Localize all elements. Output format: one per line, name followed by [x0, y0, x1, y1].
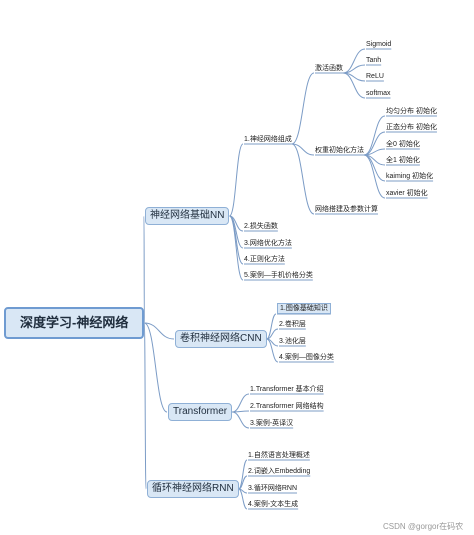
nn-composition[interactable]: 1.神经网络组成 — [244, 136, 292, 143]
edge-branch-cnn-to-cnn-item-image-basics — [266, 313, 277, 340]
edge-nn-composition-to-weight-init — [291, 143, 315, 156]
init-uniform[interactable]: 均匀分布 初始化 — [386, 108, 437, 115]
rnn-item-nlp[interactable]: 1.自然语言处理概述 — [248, 452, 310, 459]
watermark: CSDN @gorgor在码农 — [383, 522, 464, 531]
edge-activation-functions-to-activation-softmax — [342, 72, 366, 99]
rnn-item-case[interactable]: 4.案例-文本生成 — [248, 501, 299, 508]
branch-transformer[interactable]: Transformer — [168, 403, 233, 421]
cnn-item-image-basics[interactable]: 1.图像基础知识 — [277, 303, 331, 314]
edge-branch-rnn-to-rnn-item-case — [238, 488, 248, 510]
activation-tanh[interactable]: Tanh — [366, 57, 382, 64]
transformer-item-case[interactable]: 3.案例-英译汉 — [250, 420, 294, 427]
edge-branch-cnn-to-cnn-item-case — [266, 338, 279, 363]
weight-init[interactable]: 权重初始化方法 — [315, 147, 364, 154]
transformer-item-intro[interactable]: 1.Transformer 基本介绍 — [250, 386, 324, 393]
edge-root-node-to-branch-transformer — [144, 322, 168, 413]
edge-branch-nn-to-nn-item-case — [228, 215, 244, 281]
activation-relu[interactable]: ReLU — [366, 73, 384, 80]
nn-item-loss[interactable]: 2.损失函数 — [244, 223, 278, 230]
transformer-item-structure[interactable]: 2.Transformer 网络结构 — [250, 403, 324, 410]
init-xavier[interactable]: xavier 初始化 — [386, 190, 428, 197]
edge-root-node-to-branch-rnn — [143, 322, 147, 490]
edge-nn-composition-to-network-build — [291, 143, 315, 215]
edge-branch-rnn-to-rnn-item-nlp — [238, 459, 248, 490]
root-node[interactable]: 深度学习-神经网络 — [4, 307, 145, 339]
edge-weight-init-to-init-xavier — [363, 154, 386, 199]
activation-sigmoid[interactable]: Sigmoid — [366, 41, 392, 48]
rnn-item-embedding[interactable]: 2.词嵌入Embedding — [248, 468, 311, 475]
activation-functions[interactable]: 激活函数 — [315, 65, 343, 72]
edge-weight-init-to-init-uniform — [363, 115, 386, 156]
cnn-item-case[interactable]: 4.案例—图像分类 — [279, 354, 334, 361]
nn-item-case[interactable]: 5.案例—手机价格分类 — [244, 272, 313, 279]
init-normal[interactable]: 正态分布 初始化 — [386, 124, 437, 131]
init-zeros[interactable]: 全0 初始化 — [386, 141, 420, 148]
branch-cnn[interactable]: 卷积神经网络CNN — [175, 330, 267, 348]
network-build[interactable]: 网络搭建及参数计算 — [315, 206, 378, 213]
init-kaiming[interactable]: kaiming 初始化 — [386, 173, 434, 180]
activation-softmax[interactable]: softmax — [366, 90, 391, 97]
edge-branch-transformer-to-transformer-item-case — [231, 411, 250, 429]
cnn-item-conv[interactable]: 2.卷积层 — [279, 321, 306, 328]
edge-branch-transformer-to-transformer-item-intro — [231, 393, 250, 413]
init-ones[interactable]: 全1 初始化 — [386, 157, 420, 164]
edge-nn-composition-to-activation-functions — [291, 72, 315, 145]
rnn-item-rnn[interactable]: 3.循环网络RNN — [248, 485, 298, 492]
nn-item-optim[interactable]: 3.网络优化方法 — [244, 240, 292, 247]
nn-item-regularization[interactable]: 4.正则化方法 — [244, 256, 285, 263]
cnn-item-pool[interactable]: 3.池化层 — [279, 338, 306, 345]
edge-root-node-to-branch-cnn — [144, 322, 175, 340]
edge-branch-nn-to-nn-composition — [228, 143, 244, 217]
edge-weight-init-to-init-normal — [363, 131, 386, 156]
branch-nn[interactable]: 神经网络基础NN — [145, 207, 230, 225]
branch-rnn[interactable]: 循环神经网络RNN — [147, 480, 239, 498]
